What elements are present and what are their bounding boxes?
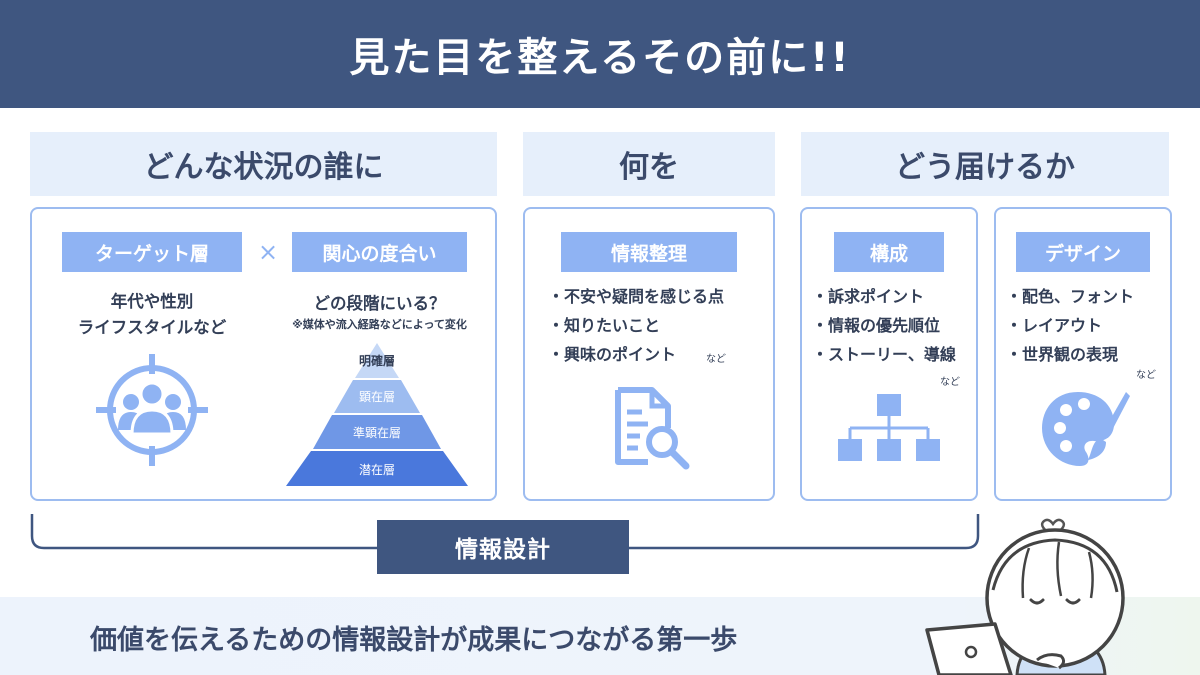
target-people-icon xyxy=(96,354,208,466)
structure-label: 構成 xyxy=(869,242,908,265)
structure-list: ・訴求ポイント ・情報の優先順位 ・ストーリー、導線 xyxy=(812,282,956,369)
pyramid-tier-latent xyxy=(286,451,468,486)
person-laptop-illustration xyxy=(925,518,1125,675)
organize-item-2: ・知りたいこと xyxy=(548,316,661,335)
organize-etc: など xyxy=(706,354,726,365)
pyramid-tier-apparent xyxy=(334,380,420,413)
interest-note: ※媒体や流入経路などによって変化 xyxy=(292,318,467,331)
pyramid-label-apparent: 顕在層 xyxy=(358,390,395,404)
pyramid-label-latent: 潜在層 xyxy=(358,463,395,477)
info-design-text: 情報設計 xyxy=(455,537,551,563)
interest-level-pill: 関心の度合い xyxy=(292,232,467,272)
structure-etc: など xyxy=(940,377,960,388)
target-line-1: 年代や性別 xyxy=(110,292,194,311)
design-pill: デザイン xyxy=(1016,232,1150,272)
column-header-what: 何を xyxy=(523,132,775,196)
pyramid-tier-clear xyxy=(355,343,399,378)
target-line-2: ライフスタイルなど xyxy=(77,318,227,337)
pyramid-tier-semi-apparent xyxy=(313,415,441,449)
column-title-what: 何を xyxy=(619,150,679,185)
interest-level-label: 関心の度合い xyxy=(322,242,437,265)
design-label: デザイン xyxy=(1044,242,1121,265)
design-item-2: ・レイアウト xyxy=(1006,316,1103,335)
design-item-3: ・世界観の表現 xyxy=(1006,345,1119,364)
pyramid-label-clear: 明確層 xyxy=(358,354,395,368)
organize-item-1: ・不安や疑問を感じる点 xyxy=(548,287,725,306)
interest-question: どの段階にいる？ xyxy=(313,294,446,313)
document-search-icon xyxy=(615,387,690,470)
sitemap-icon xyxy=(838,394,940,461)
design-item-1: ・配色、フォント xyxy=(1006,287,1135,306)
target-layer-label: ターゲット層 xyxy=(94,242,209,265)
column-title-who: どんな状況の誰に xyxy=(143,150,384,185)
design-list: ・配色、フォント ・レイアウト ・世界観の表現 xyxy=(1006,282,1134,369)
info-design-label: 情報設計 xyxy=(377,520,629,574)
structure-item-3: ・ストーリー、導線 xyxy=(812,345,956,364)
times-sign: × xyxy=(258,238,279,266)
structure-pill: 構成 xyxy=(834,232,944,272)
target-layer-pill: ターゲット層 xyxy=(62,232,242,272)
column-header-how: どう届けるか xyxy=(801,132,1169,196)
column-header-who: どんな状況の誰に xyxy=(30,132,497,196)
structure-item-1: ・訴求ポイント xyxy=(812,287,925,306)
page-title: 見た目を整えるその前に!! xyxy=(349,35,851,81)
organize-list: ・不安や疑問を感じる点 ・知りたいこと ・興味のポイント xyxy=(548,282,724,369)
organize-label: 情報整理 xyxy=(610,242,687,265)
structure-item-2: ・情報の優先順位 xyxy=(812,316,941,335)
organize-pill: 情報整理 xyxy=(561,232,737,272)
awareness-pyramid xyxy=(286,343,468,486)
palette-icon xyxy=(1042,392,1130,466)
footer-message: 価値を伝えるための情報設計が成果につながる第一歩 xyxy=(90,625,738,656)
pyramid-label-semi-apparent: 準顕在層 xyxy=(352,426,401,440)
design-etc: など xyxy=(1136,370,1156,381)
header-banner: 見た目を整えるその前に!! xyxy=(0,0,1200,108)
organize-item-3: ・興味のポイント xyxy=(548,345,677,364)
column-title-how: どう届けるか xyxy=(895,150,1075,185)
